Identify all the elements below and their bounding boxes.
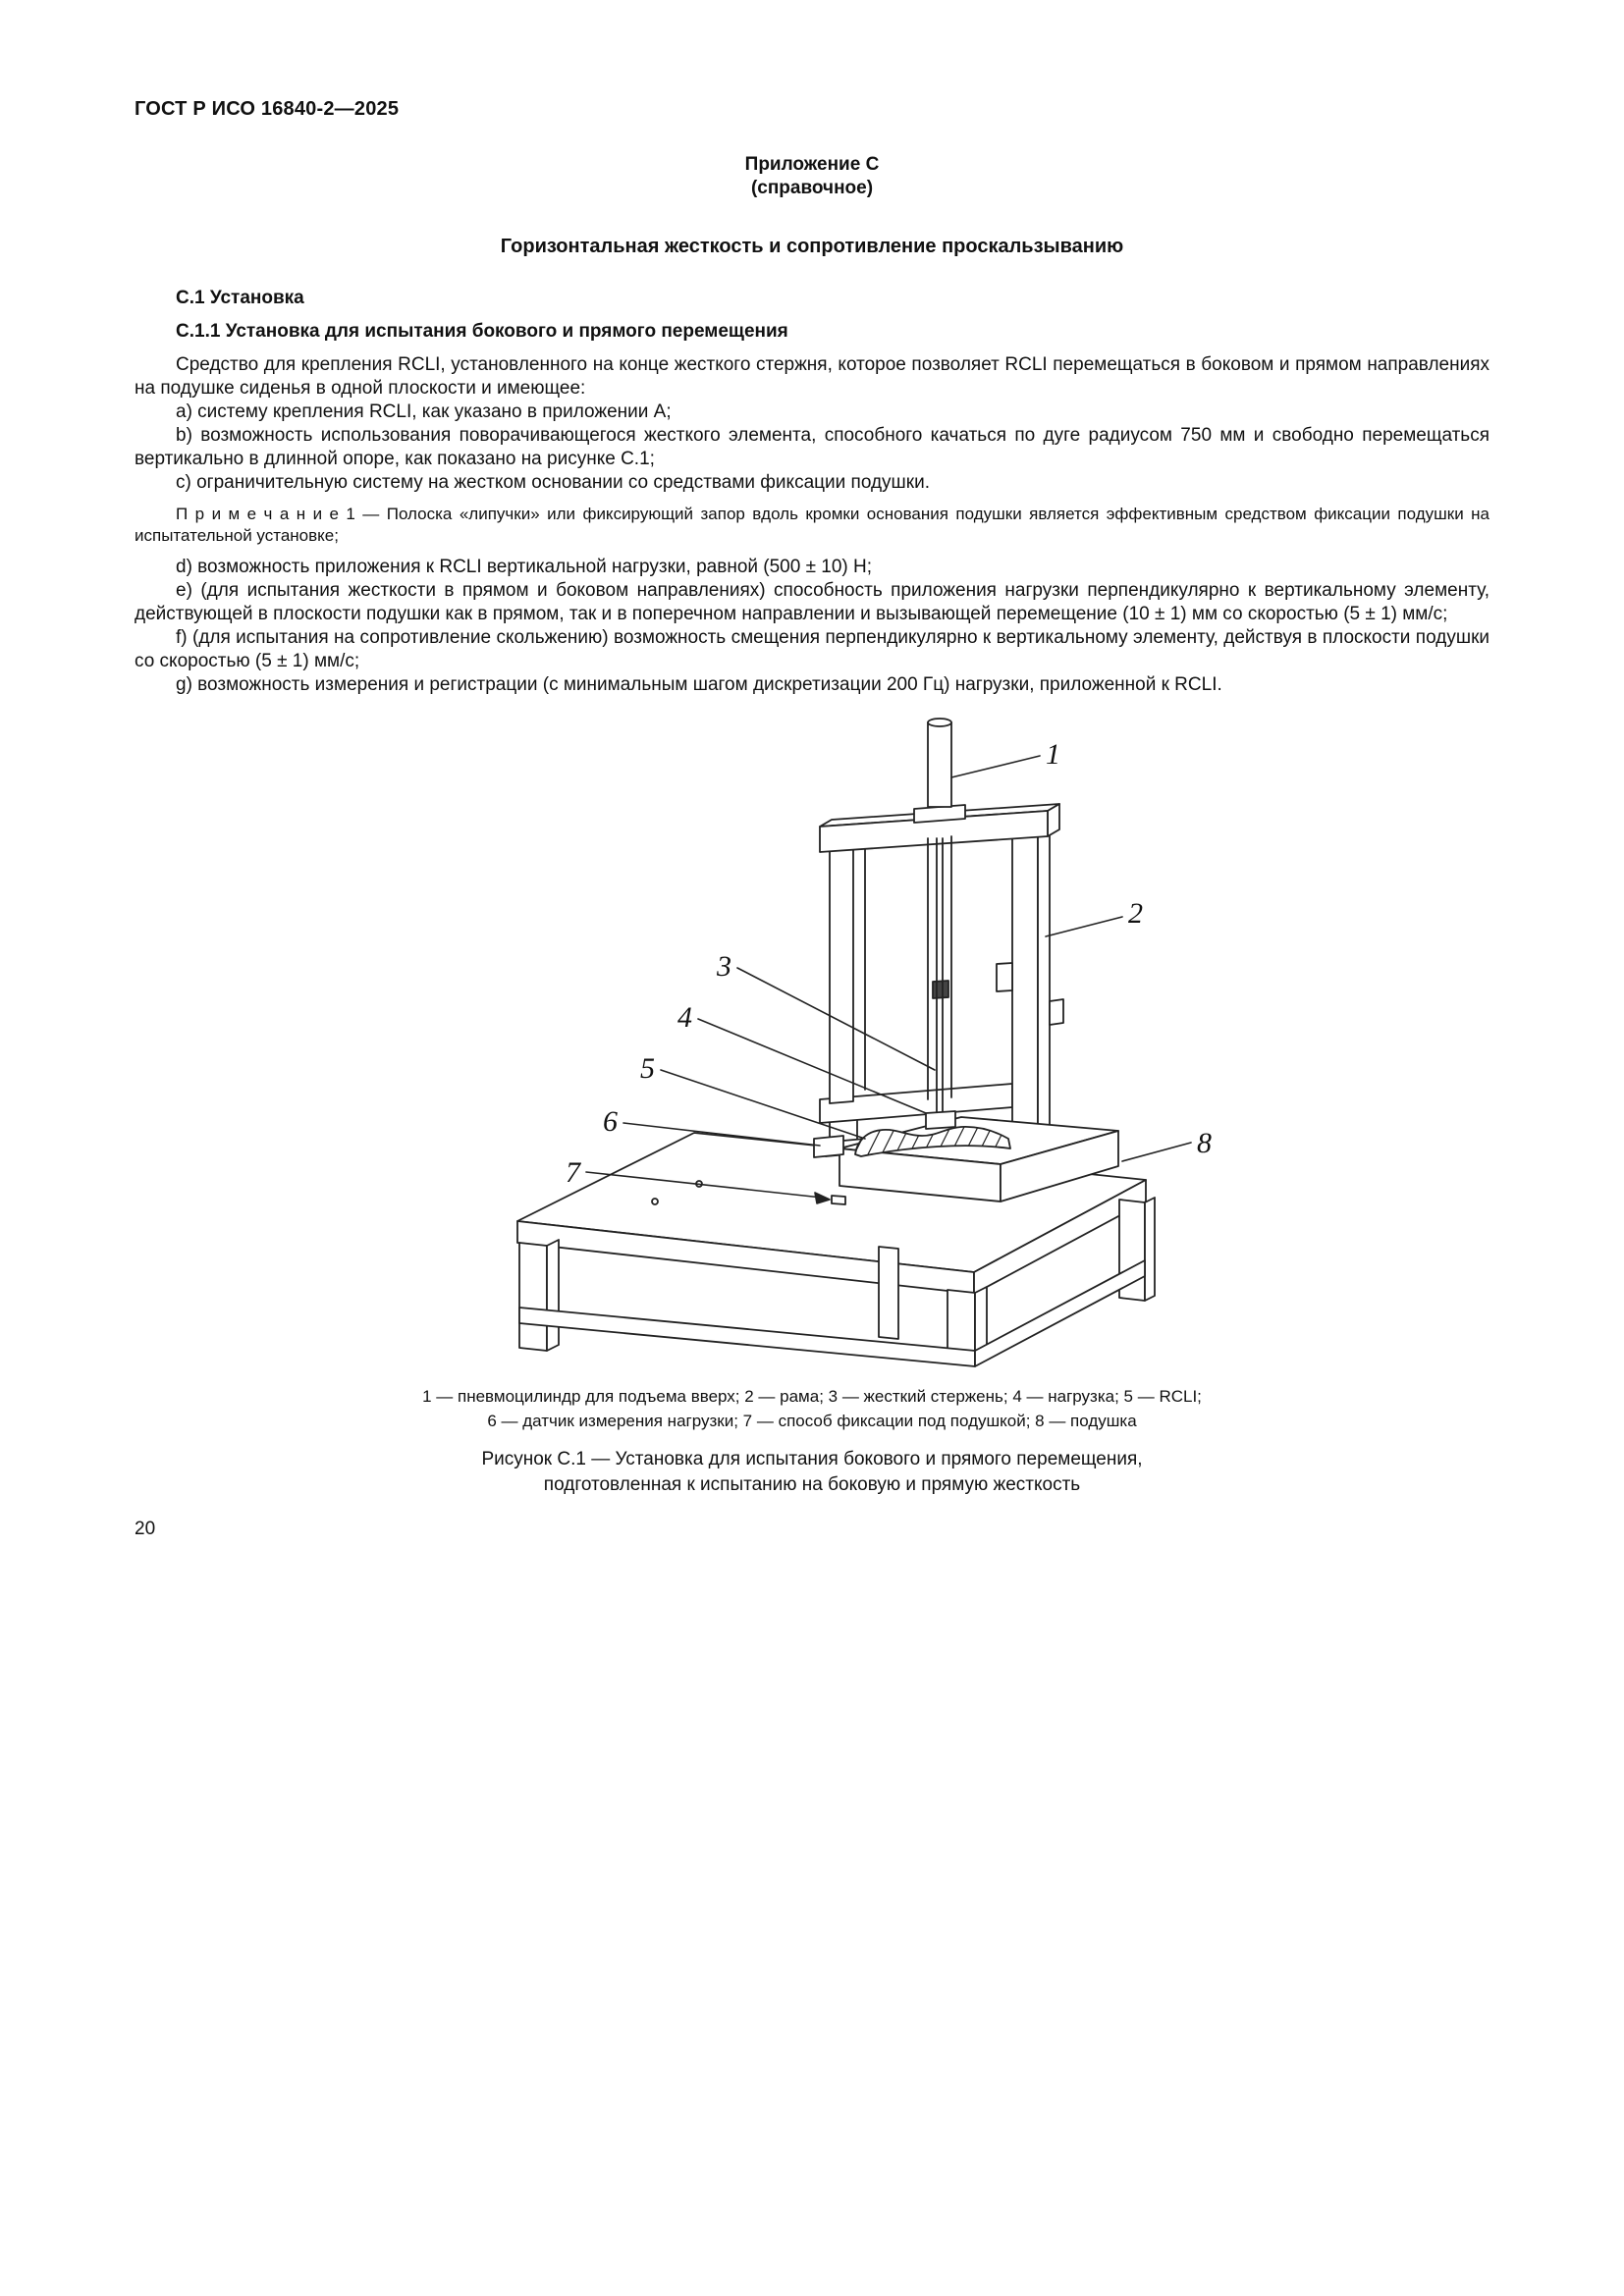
annex-label: Приложение С: [744, 154, 880, 175]
leader-7: [585, 1171, 823, 1199]
figure-c1: 1 2 3 4 5 6 7 8: [360, 711, 1264, 1368]
list-item-d: d) возможность приложения к RCLI вертика…: [176, 557, 873, 577]
content-area: Приложение С (справочное) Горизонтальная…: [135, 137, 1489, 1541]
rigid-rod: [936, 837, 944, 1120]
section-heading-c1: С.1 Установка: [176, 288, 304, 308]
callout-7: 7: [566, 1156, 582, 1189]
figure-caption: Рисунок С.1 — Установка для испытания бо…: [135, 1447, 1489, 1498]
annex-type: (справочное): [750, 178, 874, 198]
leader-4: [697, 1018, 927, 1114]
callout-3: 3: [716, 950, 731, 983]
leader-3: [736, 967, 936, 1071]
legend-line-2: 6 — датчик измерения нагрузки; 7 — спосо…: [487, 1412, 1137, 1430]
callout-4: 4: [677, 1001, 692, 1034]
cushion-fixation: [831, 1195, 846, 1205]
figure-legend: 1 — пневмоцилиндр для подъема вверх; 2 —…: [135, 1384, 1489, 1433]
leader-lines: [585, 755, 1192, 1204]
list-item-e: e) (для испытания жесткости в прямом и б…: [135, 580, 1489, 624]
leader-8: [1121, 1142, 1192, 1162]
callout-1: 1: [1046, 738, 1060, 771]
load-sensor: [813, 1135, 844, 1158]
list-item-f: f) (для испытания на сопротивление сколь…: [135, 627, 1489, 671]
caption-line-1: Рисунок С.1 — Установка для испытания бо…: [481, 1449, 1143, 1469]
callout-numbers: 1 2 3 4 5 6 7 8: [566, 738, 1212, 1189]
load: [925, 1110, 956, 1130]
leader-2: [1045, 916, 1123, 937]
doc-number: ГОСТ Р ИСО 16840-2—2025: [135, 98, 400, 120]
paragraph-intro: Средство для крепления RCLI, установленн…: [135, 354, 1489, 399]
leader-7-arrowhead: [814, 1192, 831, 1204]
list-item-c: c) ограничительную систему на жестком ос…: [176, 472, 930, 493]
caption-line-2: подготовленная к испытанию на боковую и …: [543, 1474, 1081, 1495]
list-item-a: a) систему крепления RCLI, как указано в…: [176, 401, 672, 422]
list-item-b: b) возможность использования поворачиваю…: [135, 425, 1489, 469]
note-1: П р и м е ч а н и е 1 — Полоска «липучки…: [135, 505, 1489, 545]
callout-2: 2: [1128, 897, 1143, 930]
section-heading-c11: С.1.1 Установка для испытания бокового и…: [176, 321, 788, 342]
callout-6: 6: [603, 1105, 618, 1138]
list-item-g: g) возможность измерения и регистрации (…: [176, 674, 1222, 695]
apparatus-drawing: 1 2 3 4 5 6 7 8: [516, 718, 1212, 1367]
annex-title: Горизонтальная жесткость и сопротивление…: [500, 236, 1124, 257]
leader-5: [660, 1069, 866, 1140]
callout-8: 8: [1197, 1127, 1212, 1159]
legend-line-1: 1 — пневмоцилиндр для подъема вверх; 2 —…: [422, 1387, 1202, 1406]
page-number: 20: [135, 1519, 156, 1539]
frame: [819, 803, 1070, 1169]
leader-6: [623, 1122, 821, 1147]
pneumatic-cylinder: [913, 718, 966, 824]
callout-5: 5: [640, 1052, 655, 1085]
leader-1: [950, 755, 1041, 778]
